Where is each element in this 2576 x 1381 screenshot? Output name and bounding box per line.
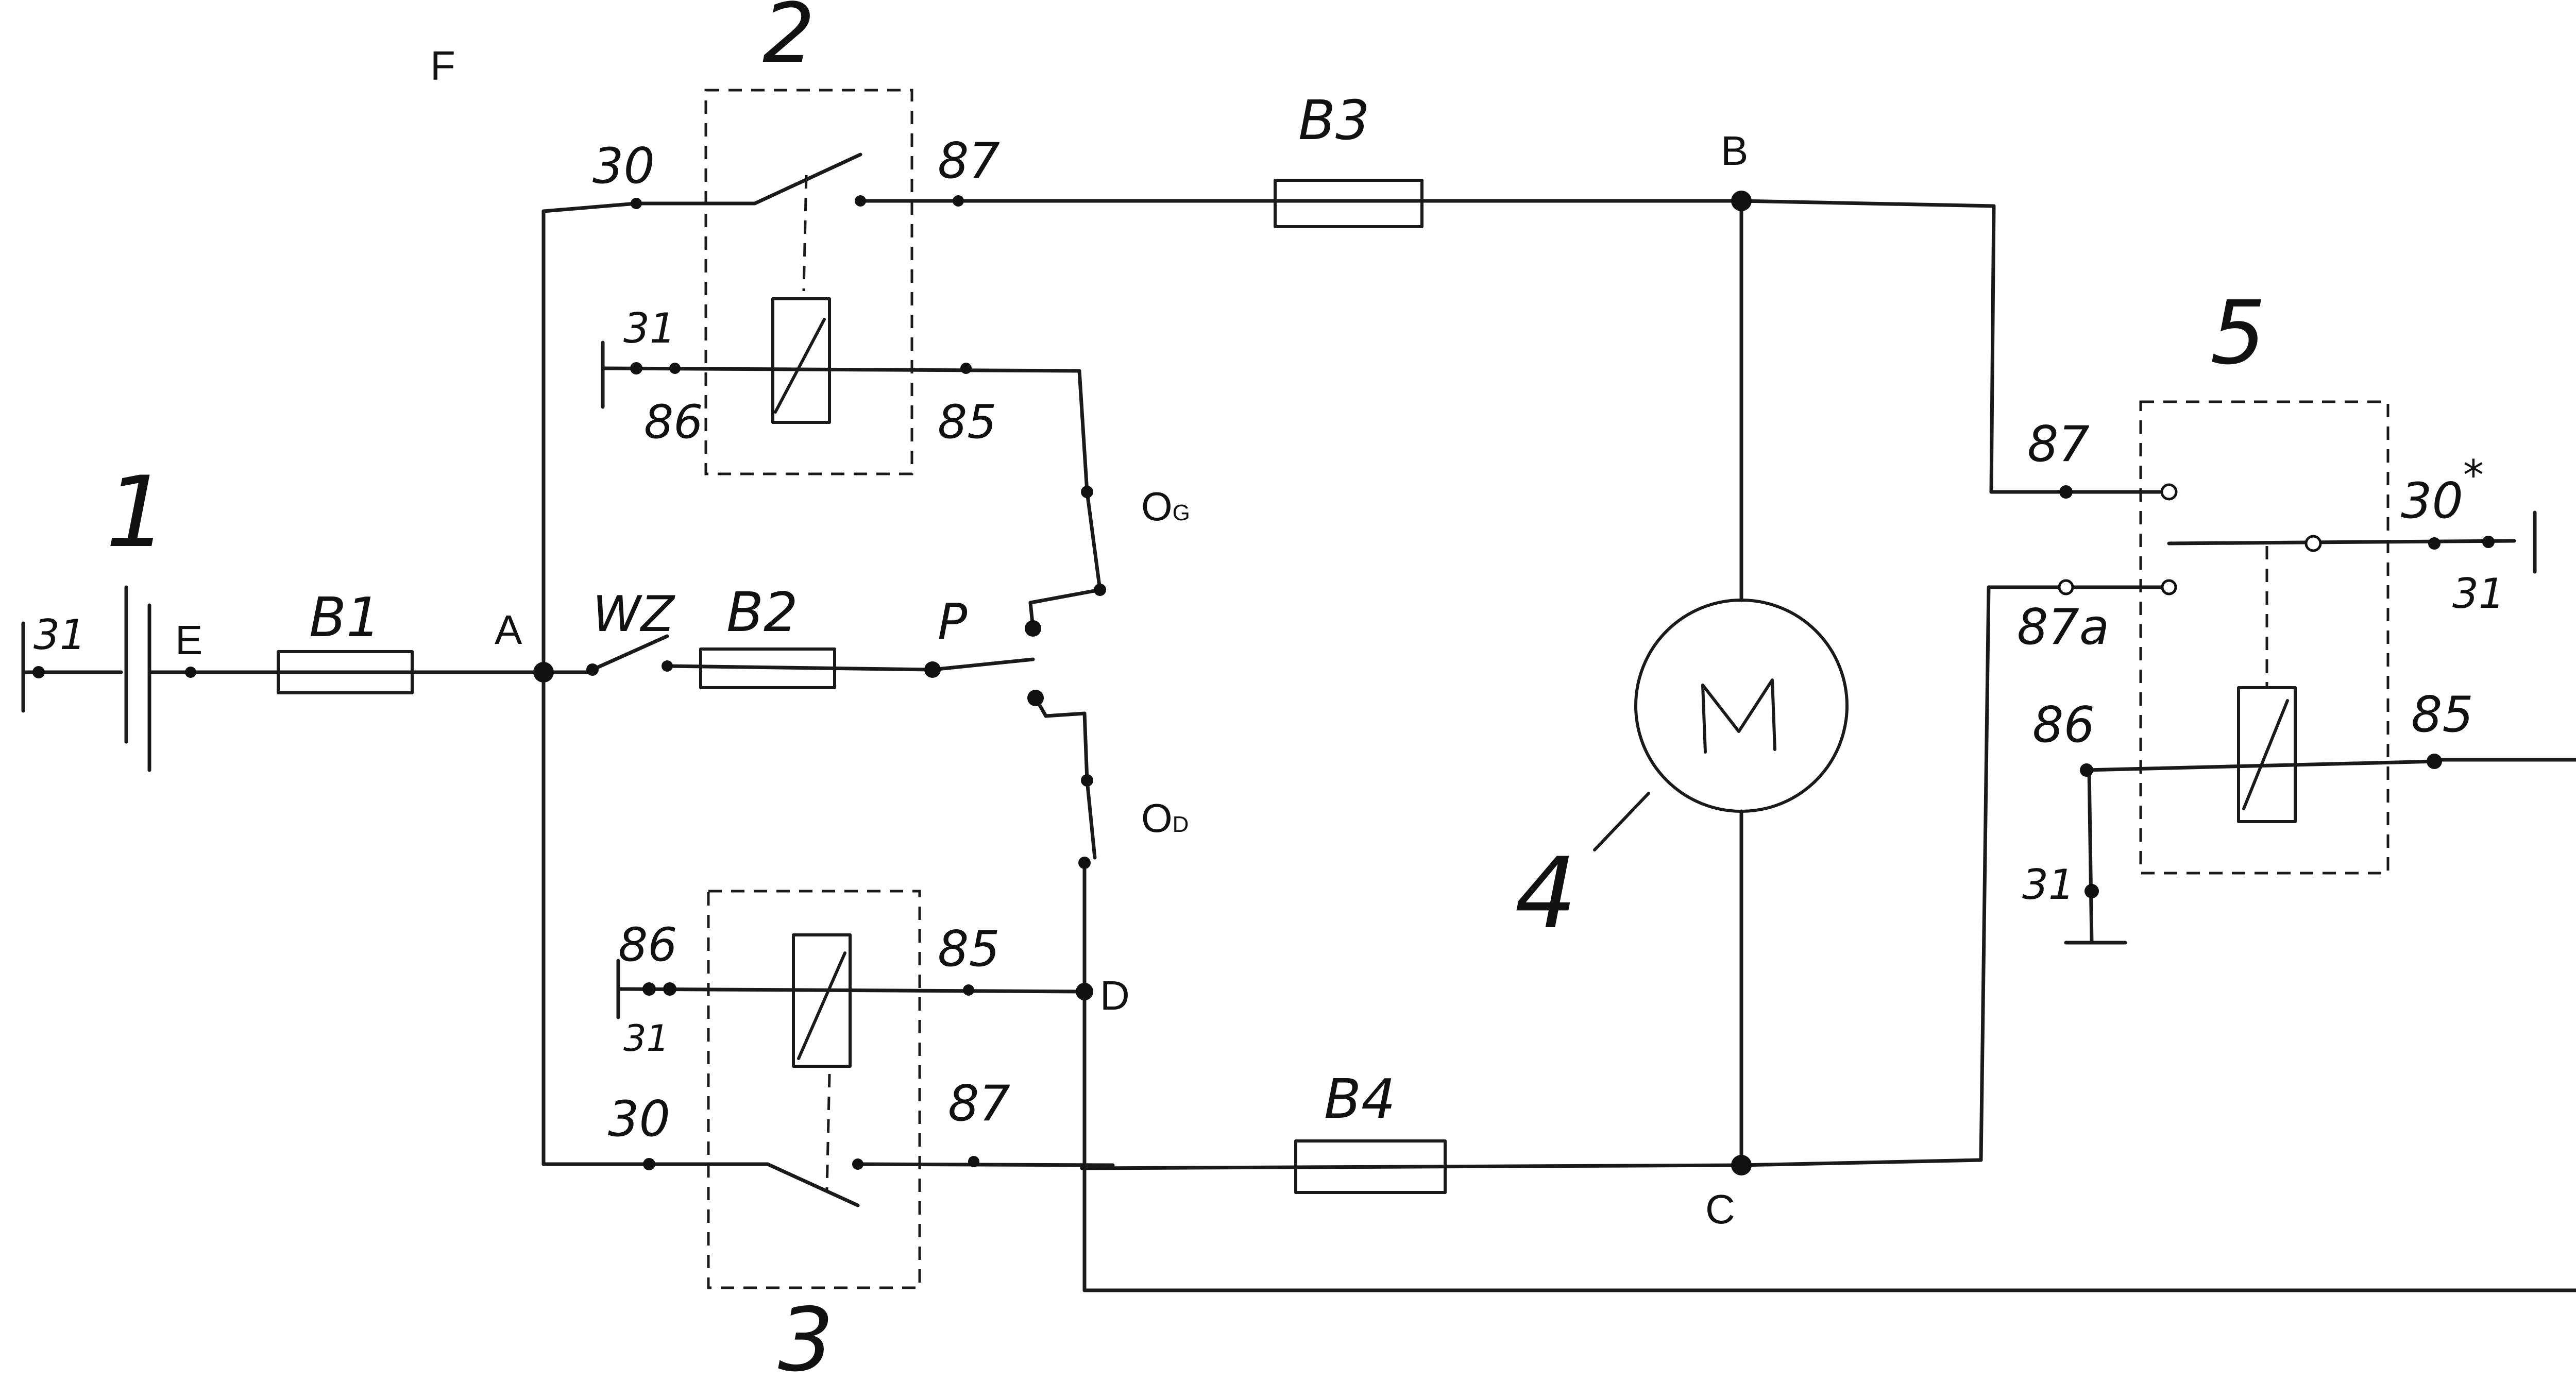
- relay3-terminal-31: 31: [623, 1017, 669, 1060]
- relay3-terminal-85: 85: [938, 921, 1000, 978]
- wire-bottom-87: [856, 1162, 1115, 1167]
- wire-top-30: [541, 201, 638, 213]
- og-switch-blade: [1085, 490, 1102, 592]
- relay2-contact-blade: [753, 152, 862, 206]
- relay5-terminal-30: 30*: [2401, 451, 2484, 530]
- relay5-terminal-87: 87: [2027, 416, 2090, 473]
- relay3-terminal-87: 87: [948, 1076, 1010, 1132]
- relay3-housing: [707, 890, 921, 1289]
- battery-number: 1: [106, 455, 168, 569]
- diagram-title: F: [430, 43, 455, 89]
- relay2-link: [802, 175, 808, 292]
- switch-og-label: OG: [1141, 484, 1190, 529]
- wire-85-og: [1077, 369, 1089, 494]
- fuse-b4-label: B4: [1324, 1068, 1396, 1131]
- fuse-b1-label: B1: [309, 586, 381, 649]
- relay2-number: 2: [762, 0, 815, 81]
- node-e: E: [175, 617, 202, 663]
- wire-b-right: [1739, 199, 1996, 208]
- relay5-number: 5: [2210, 282, 2266, 384]
- od-switch-mid-2: [1082, 711, 1089, 782]
- relay5-coil: [2237, 686, 2297, 823]
- fuse-b2: [699, 647, 836, 689]
- relay2-terminal-85: 85: [938, 395, 997, 449]
- relay3-terminal-30: 30: [608, 1091, 670, 1148]
- relay3-number: 3: [778, 1289, 834, 1381]
- relay3-coil: [792, 933, 852, 1068]
- wire-bottom-b4-c: [1080, 1163, 1743, 1170]
- relay2-terminal-31: 31: [623, 304, 676, 352]
- wire-c-right: [1739, 1158, 1983, 1167]
- relay5-housing: [2139, 400, 2389, 875]
- battery-ground-label: 31: [33, 611, 86, 659]
- og-switch-lower: [1028, 588, 1102, 605]
- wire-p-selector: [930, 657, 1035, 672]
- relay5-terminal-87a: 87a: [2017, 599, 2109, 656]
- wz-switch-blade: [590, 634, 669, 672]
- wire-right-down-87: [1989, 204, 1996, 494]
- fuse-b3: [1274, 179, 1423, 228]
- relay2-terminal-30: 30: [592, 138, 655, 195]
- relay3-contact-blade: [766, 1162, 860, 1207]
- relay5-contact-bar: [2167, 539, 2516, 545]
- motor: [1593, 599, 1849, 851]
- relay5-terminal-85: 85: [2411, 687, 2473, 743]
- node-p: P: [938, 594, 968, 651]
- relay5-86-down: [2087, 768, 2094, 945]
- relay5-terminal-86: 86: [2032, 697, 2095, 754]
- fuse-b2-label: B2: [726, 581, 798, 644]
- fuse-b4: [1294, 1139, 1447, 1194]
- relay2-coil: [771, 297, 831, 424]
- wiring: [21, 152, 2576, 1292]
- relay3-link: [825, 1073, 831, 1190]
- motor-pointer-line: [1593, 792, 1650, 851]
- relay2-terminal-86: 86: [644, 395, 703, 449]
- contact-rings: [2058, 483, 2322, 595]
- fuse-b3-label: B3: [1298, 89, 1370, 152]
- node-b: B: [1721, 128, 1748, 174]
- switch-wz-label: WZ: [592, 586, 675, 643]
- wire-wz-p: [665, 664, 935, 672]
- node-a: A: [495, 607, 522, 653]
- relay5-terminal-31-top: 31: [2452, 570, 2505, 618]
- motor-number: 4: [1515, 837, 1577, 950]
- wire-right-up-87a: [1979, 585, 1991, 1162]
- od-switch-mid: [1044, 711, 1087, 718]
- switch-od-label: OD: [1141, 795, 1189, 841]
- od-switch-blade: [1085, 778, 1097, 860]
- relay3-terminal-86: 86: [618, 918, 677, 972]
- node-c: C: [1705, 1186, 1735, 1232]
- node-d: D: [1100, 973, 1130, 1018]
- relay2-housing: [704, 89, 913, 475]
- fuse-b1: [277, 650, 414, 694]
- junction-dots: [32, 191, 2495, 1175]
- relay2-terminal-87: 87: [938, 133, 1000, 190]
- relay5-terminal-31-bottom: 31: [2022, 861, 2075, 909]
- wire-relay2-coil: [601, 366, 1081, 373]
